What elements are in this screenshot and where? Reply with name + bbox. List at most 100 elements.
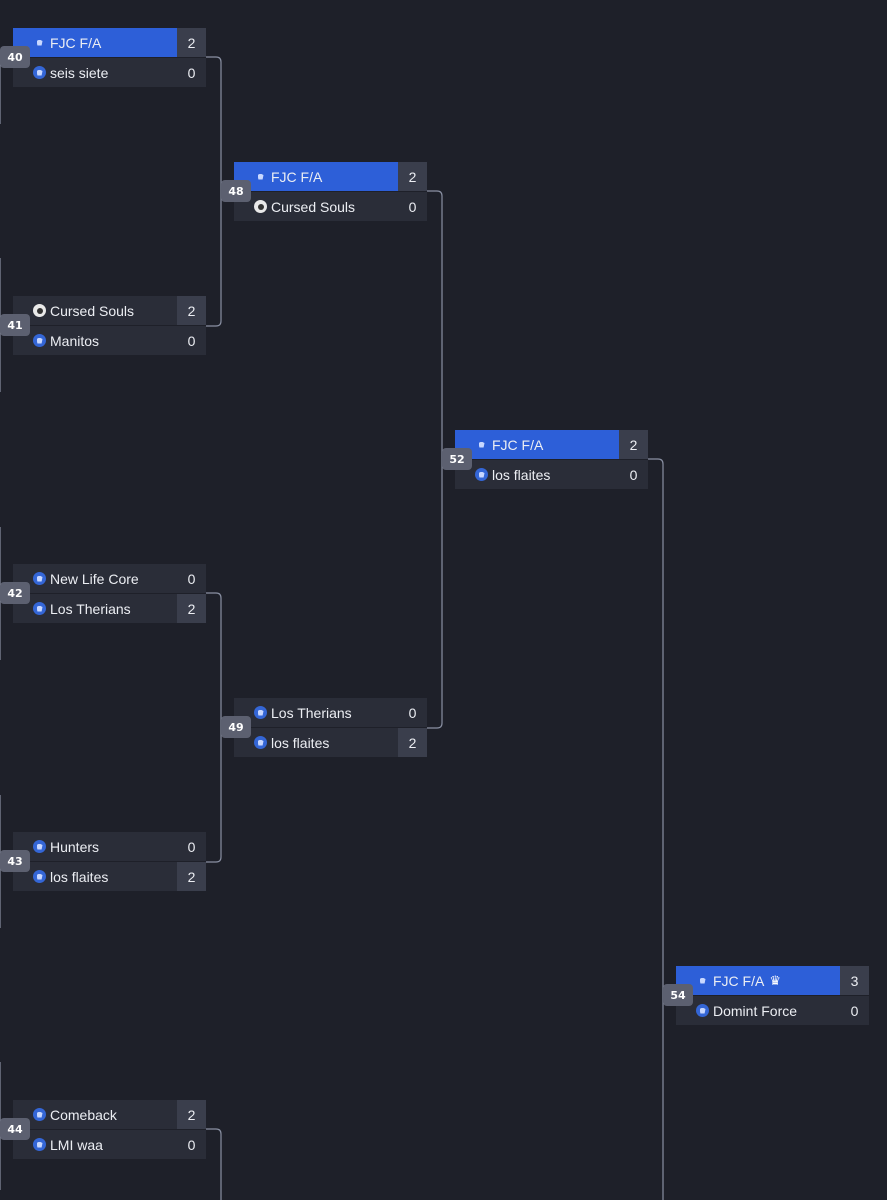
shield-icon [254,736,267,749]
match-40[interactable]: FJC F/A 2 seis siete 0 [13,28,206,87]
match-number-badge: 41 [0,314,30,336]
team-row[interactable]: los flaites 2 [234,728,427,757]
team-name[interactable]: Domint Force [713,1002,798,1019]
team-name[interactable]: Los Therians [271,704,352,721]
match-49[interactable]: Los Therians 0 los flaites 2 [234,698,427,757]
team-name[interactable]: FJC F/A [50,34,102,51]
match-number-badge: 54 [663,984,693,1006]
team-score: 0 [408,198,417,215]
team-name[interactable]: los flaites [271,734,330,751]
team-name-area: Comeback [13,1100,177,1129]
team-name[interactable]: New Life Core [50,570,139,587]
team-score: 2 [398,162,427,191]
shield-icon [696,1004,709,1017]
team-name-area: Cursed Souls [234,192,398,221]
team-name[interactable]: FJC F/A [713,972,765,989]
team-row[interactable]: Los Therians 2 [13,594,206,623]
shield-icon [33,1138,46,1151]
match-number-badge: 49 [221,716,251,738]
team-name-area: Los Therians [13,594,177,623]
team-row[interactable]: Cursed Souls 0 [234,192,427,221]
team-score: 0 [187,1136,196,1153]
team-name[interactable]: los flaites [492,466,551,483]
team-name-area: los flaites [234,728,398,757]
shield-icon [475,468,488,481]
team-name-area: Hunters [13,832,177,861]
shield-icon [33,334,46,347]
team-name-area: FJC F/A [13,28,177,57]
skull-icon [33,304,46,317]
team-row[interactable]: Domint Force 0 [676,996,869,1025]
team-name-area: FJC F/A [234,162,398,191]
match-number-badge: 52 [442,448,472,470]
match-number-badge: 40 [0,46,30,68]
team-name-area: Manitos [13,326,177,355]
team-name[interactable]: Hunters [50,838,100,855]
team-name-area: FJC F/A [455,430,619,459]
team-score: 2 [177,1100,206,1129]
team-name[interactable]: FJC F/A [271,168,323,185]
team-name-area: Domint Force [676,996,840,1025]
team-row[interactable]: Comeback 2 [13,1100,206,1129]
team-score: 0 [187,838,196,855]
team-row[interactable]: Manitos 0 [13,326,206,355]
team-name-area: Los Therians [234,698,398,727]
match-number-badge: 42 [0,582,30,604]
team-name[interactable]: los flaites [50,868,109,885]
team-score: 0 [850,1002,859,1019]
shield-icon [33,1108,46,1121]
team-name[interactable]: Cursed Souls [50,302,135,319]
team-name[interactable]: LMI waa [50,1136,103,1153]
team-name[interactable]: Comeback [50,1106,117,1123]
skull-icon [254,200,267,213]
team-row[interactable]: Los Therians 0 [234,698,427,727]
team-name[interactable]: Cursed Souls [271,198,356,215]
shield-icon [33,840,46,853]
shield-icon [475,438,488,451]
team-name-area: New Life Core [13,564,177,593]
team-score: 3 [840,966,869,995]
team-row[interactable]: Cursed Souls 2 [13,296,206,325]
match-number-badge: 48 [221,180,251,202]
shield-icon [33,602,46,615]
crown-icon: ♛ [769,972,781,988]
shield-icon [33,66,46,79]
team-name-area: Cursed Souls [13,296,177,325]
team-score: 2 [177,28,206,57]
team-row[interactable]: New Life Core 0 [13,564,206,593]
team-row[interactable]: FJC F/A 2 [455,430,648,459]
team-score: 2 [177,594,206,623]
team-row[interactable]: seis siete 0 [13,58,206,87]
team-score: 0 [187,332,196,349]
team-score: 0 [187,64,196,81]
team-score: 2 [619,430,648,459]
team-score: 0 [408,704,417,721]
match-number-badge: 43 [0,850,30,872]
team-score: 2 [398,728,427,757]
team-row[interactable]: FJC F/A 2 [234,162,427,191]
team-row[interactable]: FJC F/A♛3 [676,966,869,995]
team-row[interactable]: FJC F/A 2 [13,28,206,57]
team-row[interactable]: Hunters 0 [13,832,206,861]
team-score: 2 [177,296,206,325]
team-name[interactable]: Los Therians [50,600,131,617]
team-name[interactable]: FJC F/A [492,436,544,453]
match-number-badge: 44 [0,1118,30,1140]
team-row[interactable]: LMI waa 0 [13,1130,206,1159]
team-name-area: FJC F/A♛ [676,966,840,995]
team-name[interactable]: Manitos [50,332,100,349]
team-name[interactable]: seis siete [50,64,109,81]
team-score: 0 [187,570,196,587]
shield-icon [254,706,267,719]
shield-icon [254,170,267,183]
shield-icon [696,974,709,987]
